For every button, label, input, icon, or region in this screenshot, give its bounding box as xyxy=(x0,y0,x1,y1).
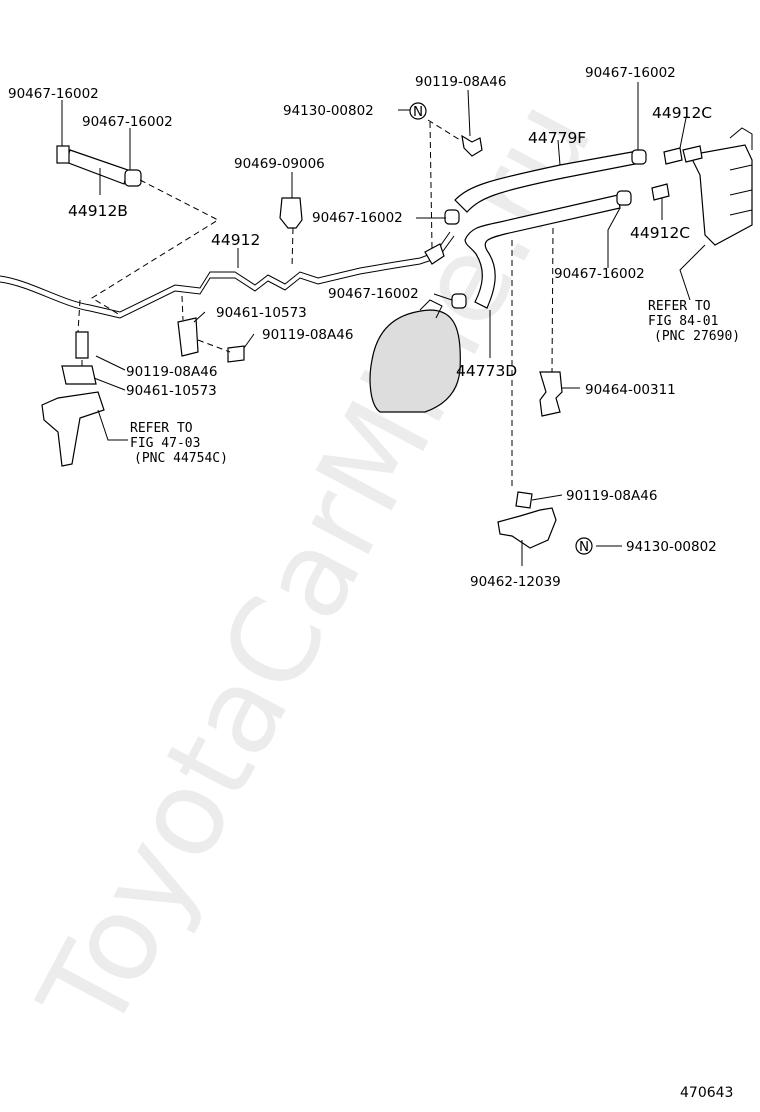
figure-number: 470643 xyxy=(680,1085,733,1101)
hose-44912b xyxy=(56,145,142,187)
part-label[interactable]: 44912 xyxy=(211,231,260,249)
part-label[interactable]: 94130-00802 xyxy=(626,539,717,555)
reference-line: FIG 84-01 xyxy=(648,314,718,329)
bracket-left xyxy=(41,391,105,467)
hose-44773d xyxy=(464,190,632,309)
clamp-90461-upper xyxy=(177,317,199,357)
part-label[interactable]: 90464-00311 xyxy=(585,382,676,398)
part-label[interactable]: 94130-00802 xyxy=(283,103,374,119)
part-label[interactable]: 44779F xyxy=(528,129,586,147)
nut-symbol-low: N xyxy=(575,537,593,555)
clamp-90461-left xyxy=(61,365,97,385)
part-label[interactable]: 44773D xyxy=(456,362,517,380)
part-label[interactable]: 90467-16002 xyxy=(8,86,99,102)
filter-body xyxy=(369,299,461,413)
part-label[interactable]: 90467-16002 xyxy=(312,210,403,226)
part-label[interactable]: 90467-16002 xyxy=(554,266,645,282)
clip-90464 xyxy=(539,371,563,417)
part-label[interactable]: 90461-10573 xyxy=(216,305,307,321)
hose-clamp-icon xyxy=(424,209,467,309)
clip-90469 xyxy=(279,197,303,229)
part-label[interactable]: 90469-09006 xyxy=(234,156,325,172)
nut-symbol-label: N xyxy=(579,539,589,555)
part-label[interactable]: 90119-08A46 xyxy=(566,488,657,504)
part-label[interactable]: 90467-16002 xyxy=(82,114,173,130)
hose-clamp-icon xyxy=(124,169,142,187)
part-label[interactable]: 90467-16002 xyxy=(328,286,419,302)
bolt-icon xyxy=(75,134,683,509)
reference-line: REFER TO xyxy=(130,421,193,436)
part-label[interactable]: 90119-08A46 xyxy=(126,364,217,380)
pipe-end-cap xyxy=(56,145,70,164)
part-label[interactable]: 44912C xyxy=(630,224,690,242)
part-label[interactable]: 90119-08A46 xyxy=(262,327,353,343)
nut-symbol-label: N xyxy=(413,104,423,120)
part-label[interactable]: 90462-12039 xyxy=(470,574,561,590)
hose-clamp-icon xyxy=(616,190,632,206)
hose-44779f xyxy=(454,149,647,213)
reference-note-84-01: REFER TO FIG 84-01 (PNC 27690) xyxy=(648,299,740,344)
guide-lines xyxy=(77,119,554,490)
leader-lines xyxy=(61,82,706,566)
hose-clamp-icon xyxy=(631,149,647,165)
nut-symbol-top: N xyxy=(409,102,427,120)
reference-line: (PNC 44754C) xyxy=(134,451,228,466)
fuel-pipe-44912 xyxy=(0,231,455,319)
reference-line: FIG 47-03 xyxy=(130,436,200,451)
part-label[interactable]: 44912B xyxy=(68,202,128,220)
part-label[interactable]: 90467-16002 xyxy=(585,65,676,81)
part-label[interactable]: 90119-08A46 xyxy=(415,74,506,90)
part-label[interactable]: 90461-10573 xyxy=(126,383,217,399)
charcoal-canister xyxy=(682,127,753,246)
reference-note-47-03: REFER TO FIG 47-03 (PNC 44754C) xyxy=(130,421,228,466)
reference-line: (PNC 27690) xyxy=(654,329,740,344)
bracket-90462 xyxy=(497,507,557,549)
part-label[interactable]: 44912C xyxy=(652,104,712,122)
reference-line: REFER TO xyxy=(648,299,711,314)
